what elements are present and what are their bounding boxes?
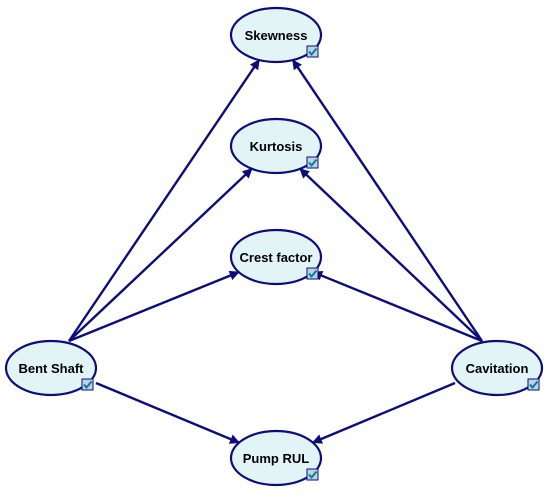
edge-bent-to-crest [68,270,240,343]
node-kurtosis[interactable]: Kurtosis [229,117,323,175]
edges-layer [68,59,483,444]
node-ellipse[interactable] [450,339,544,397]
node-label: Cavitation [466,361,529,376]
edge-cavitation-to-rul [311,381,456,444]
node-ellipse[interactable] [229,429,323,487]
edge-bent-to-skewness [68,59,261,342]
node-crest[interactable]: Crest factor [229,228,323,286]
edge-cavitation-to-kurtosis [299,167,483,342]
checkbox-icon[interactable] [81,378,94,391]
node-cavitation[interactable]: Cavitation [450,339,544,397]
checkbox-icon[interactable] [306,156,319,169]
node-label: Bent Shaft [19,361,85,376]
node-ellipse[interactable] [229,228,323,286]
checkbox-icon[interactable] [306,267,319,280]
node-ellipse[interactable] [4,339,98,397]
checkbox-icon[interactable] [527,378,540,391]
edge-cavitation-to-crest [312,270,483,343]
checkbox-icon[interactable] [306,468,319,481]
edge-bent-to-rul [95,381,240,444]
checkbox-icon[interactable] [306,45,319,58]
node-label: Kurtosis [250,139,303,154]
node-ellipse[interactable] [229,6,323,64]
node-ellipse[interactable] [229,117,323,175]
node-skewness[interactable]: Skewness [229,6,323,64]
node-label: Crest factor [240,250,313,265]
edge-cavitation-to-skewness [291,59,483,342]
node-rul[interactable]: Pump RUL [229,429,323,487]
edge-bent-to-kurtosis [68,167,253,342]
node-bent[interactable]: Bent Shaft [4,339,98,397]
node-label: Skewness [245,28,308,43]
node-label: Pump RUL [243,451,310,466]
